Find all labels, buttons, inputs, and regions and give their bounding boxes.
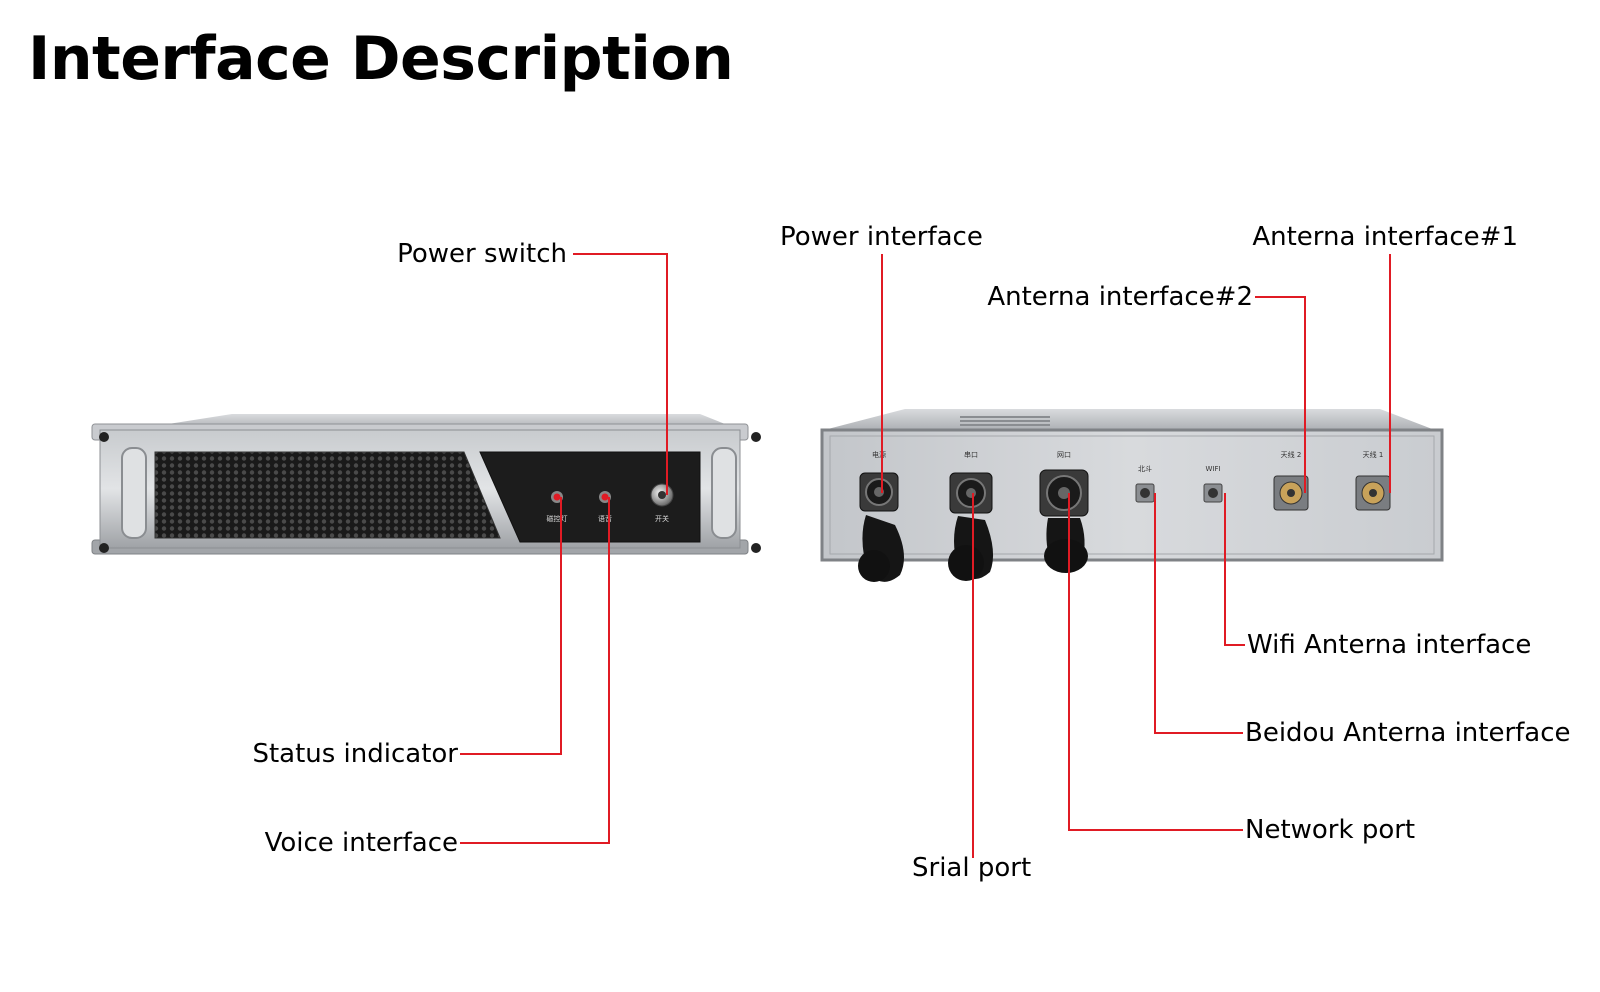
rear-wifi-mark: WIFI — [1205, 465, 1220, 473]
wifi-antenna-label: Wifi Anterna interface — [1247, 630, 1532, 660]
antenna-2-leader — [1255, 296, 1306, 493]
front-status-mark: 磁控灯 — [547, 514, 568, 523]
status-indicator-label: Status indicator — [252, 739, 458, 769]
power-switch-leader — [573, 253, 668, 495]
network-port-label: Network port — [1245, 815, 1416, 845]
beidou-connector — [1135, 483, 1155, 503]
beidou-antenna-label: Beidou Anterna interface — [1245, 718, 1571, 748]
power-switch-knob — [650, 483, 674, 507]
rear-ant1-mark: 天线 1 — [1363, 450, 1384, 459]
antenna-2-connector — [1273, 475, 1309, 511]
rear-chassis — [820, 409, 1444, 562]
antenna-2-label: Anterna interface#2 — [987, 282, 1253, 312]
wifi-antenna-leader — [1224, 493, 1245, 646]
page-title: Interface Description — [28, 24, 734, 94]
rear-power-mark: 电源 — [872, 450, 886, 459]
antenna-1-label: Anterna interface#1 — [1252, 222, 1518, 252]
front-switch-mark: 开关 — [655, 514, 669, 523]
power-connector — [858, 472, 904, 582]
front-voice-mark: 语音 — [598, 514, 612, 523]
network-port-leader — [1068, 493, 1243, 831]
front-chassis — [91, 414, 761, 555]
voice-interface-label: Voice interface — [264, 828, 458, 858]
rear-beidou-mark: 北斗 — [1138, 465, 1152, 473]
antenna-1-connector — [1355, 475, 1391, 511]
beidou-antenna-leader — [1154, 493, 1243, 734]
power-interface-label: Power interface — [780, 222, 983, 252]
voice-interface-leader — [460, 497, 610, 844]
rear-serial-mark: 串口 — [964, 451, 978, 459]
serial-port-label: Srial port — [912, 853, 1032, 883]
rear-ant2-mark: 天线 2 — [1281, 450, 1302, 459]
wifi-connector — [1203, 483, 1223, 503]
power-switch-label: Power switch — [397, 239, 567, 269]
status-indicator-leader — [460, 497, 562, 755]
rear-network-mark: 网口 — [1057, 451, 1071, 459]
network-connector — [1039, 469, 1089, 573]
